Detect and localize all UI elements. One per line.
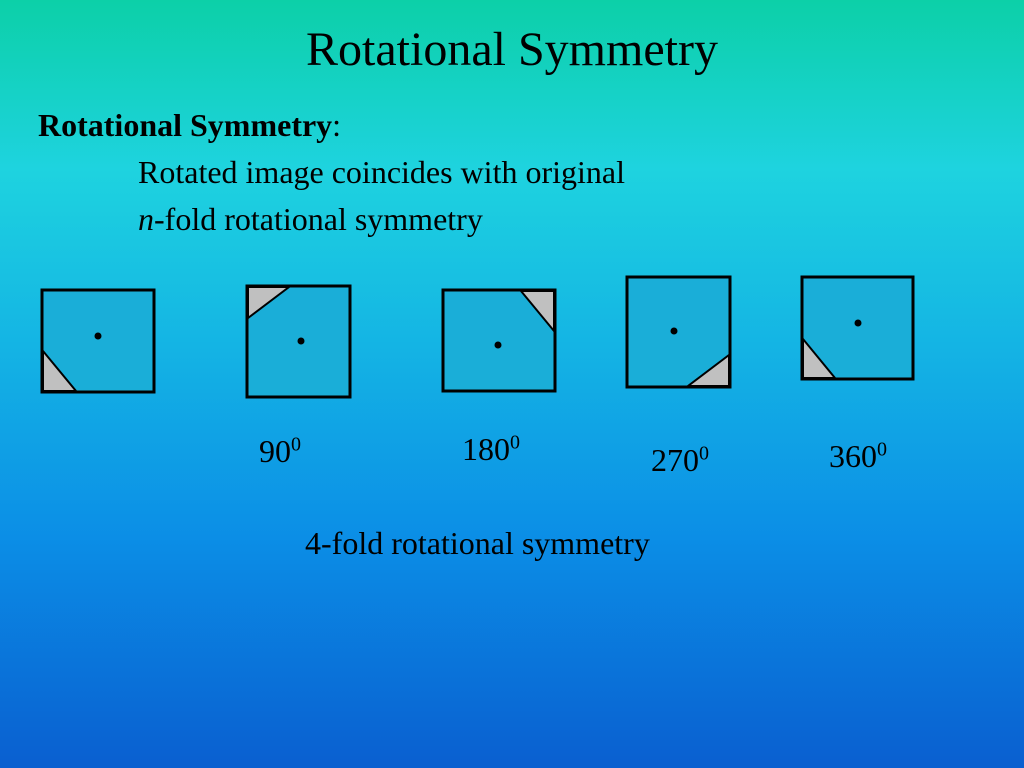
- center-dot: [297, 337, 305, 345]
- line-2-text: -fold rotational symmetry: [154, 201, 483, 237]
- label-90-degrees: 900: [259, 431, 301, 471]
- square-outline: [800, 275, 915, 381]
- shaded-corner: [685, 352, 730, 387]
- center-dot: [494, 341, 502, 349]
- center-dot: [94, 332, 102, 340]
- square-rotated-90: [245, 284, 352, 399]
- square-rotated-180: [441, 288, 557, 393]
- label-180-degrees: 1800: [462, 429, 520, 469]
- definition-colon: :: [332, 107, 342, 143]
- slide-title: Rotational Symmetry: [306, 23, 718, 76]
- degree-superscript: 0: [699, 442, 709, 465]
- degree-superscript: 0: [510, 431, 520, 454]
- center-dot: [854, 319, 862, 327]
- shaded-corner: [802, 336, 838, 379]
- definition-line-2: n-fold rotational symmetry: [138, 199, 483, 239]
- definition-heading: Rotational Symmetry:: [38, 105, 341, 145]
- shaded-corner: [42, 348, 79, 392]
- label-360-degrees: 3600: [829, 436, 887, 476]
- angle-value: 270: [651, 442, 699, 478]
- angle-value: 180: [462, 431, 510, 467]
- n-variable: n: [138, 201, 154, 237]
- center-dot: [670, 327, 678, 335]
- footer-caption: 4-fold rotational symmetry: [305, 525, 650, 561]
- shaded-corner: [518, 290, 555, 334]
- definition-line-1: Rotated image coincides with original: [138, 154, 625, 190]
- degree-superscript: 0: [877, 438, 887, 461]
- label-270-degrees: 2700: [651, 440, 709, 480]
- definition-term: Rotational Symmetry: [38, 107, 333, 143]
- angle-value: 360: [829, 438, 877, 474]
- square-rotated-270: [625, 275, 732, 389]
- square-rotated-360: [800, 275, 915, 381]
- square-original: [40, 288, 156, 394]
- degree-superscript: 0: [291, 433, 301, 456]
- shaded-corner: [247, 286, 292, 321]
- angle-value: 90: [259, 433, 291, 469]
